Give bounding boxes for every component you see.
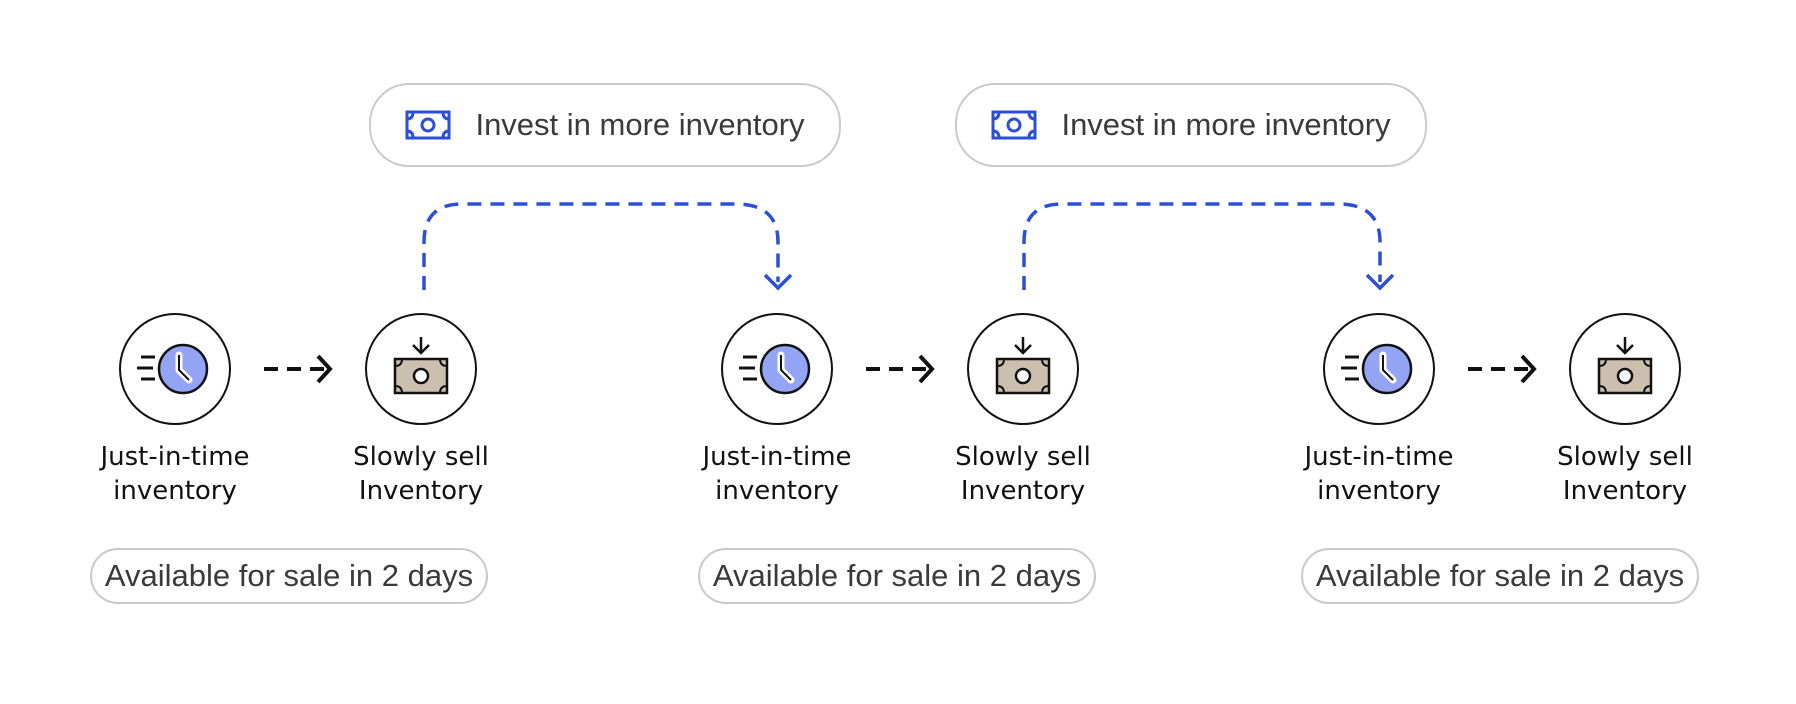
label-line: Just-in-time [100, 442, 250, 472]
invest-loop-arrow [422, 202, 780, 290]
money-deposit-icon [995, 337, 1051, 395]
money-deposit-icon [393, 337, 449, 395]
invest-loop-arrow [1022, 202, 1382, 290]
sell-inventory-node [1569, 313, 1681, 425]
jit-inventory-label: Just-in-time inventory [677, 440, 877, 508]
clock-icon [137, 343, 209, 395]
availability-label: Available for sale in 2 days [104, 558, 474, 593]
jit-inventory-node [119, 313, 231, 425]
jit-inventory-label: Just-in-time inventory [75, 440, 275, 508]
clock-icon [1341, 343, 1413, 395]
label-line: Slowly sell [1557, 442, 1693, 472]
money-deposit-icon [1597, 337, 1653, 395]
jit-inventory-label: Just-in-time inventory [1279, 440, 1479, 508]
availability-label: Available for sale in 2 days [1315, 558, 1685, 593]
label-line: Inventory [1562, 476, 1688, 506]
flow-arrowhead [918, 354, 935, 384]
invest-pill: Invest in more inventory [955, 83, 1427, 167]
invest-pill-label: Invest in more inventory [475, 107, 805, 142]
label-line: Just-in-time [702, 442, 852, 472]
flow-arrowhead [1520, 354, 1537, 384]
invest-pill-label: Invest in more inventory [1061, 107, 1391, 142]
sell-inventory-label: Slowly sell Inventory [923, 440, 1123, 508]
availability-label: Available for sale in 2 days [712, 558, 1082, 593]
label-line: inventory [1317, 476, 1441, 506]
invest-loop-arrowhead [1365, 273, 1395, 291]
flow-arrowhead [316, 354, 333, 384]
label-line: Inventory [358, 476, 484, 506]
sell-inventory-node [967, 313, 1079, 425]
jit-inventory-node [1323, 313, 1435, 425]
jit-inventory-node [721, 313, 833, 425]
label-line: Slowly sell [955, 442, 1091, 472]
banknote-icon [991, 110, 1037, 140]
invest-loop-arrowhead [763, 273, 793, 291]
sell-inventory-label: Slowly sell Inventory [321, 440, 521, 508]
sell-inventory-label: Slowly sell Inventory [1525, 440, 1725, 508]
availability-pill: Available for sale in 2 days [698, 548, 1096, 604]
label-line: inventory [113, 476, 237, 506]
label-line: inventory [715, 476, 839, 506]
label-line: Slowly sell [353, 442, 489, 472]
sell-inventory-node [365, 313, 477, 425]
availability-pill: Available for sale in 2 days [90, 548, 488, 604]
clock-icon [739, 343, 811, 395]
availability-pill: Available for sale in 2 days [1301, 548, 1699, 604]
label-line: Just-in-time [1304, 442, 1454, 472]
label-line: Inventory [960, 476, 1086, 506]
banknote-icon [405, 110, 451, 140]
invest-pill: Invest in more inventory [369, 83, 841, 167]
